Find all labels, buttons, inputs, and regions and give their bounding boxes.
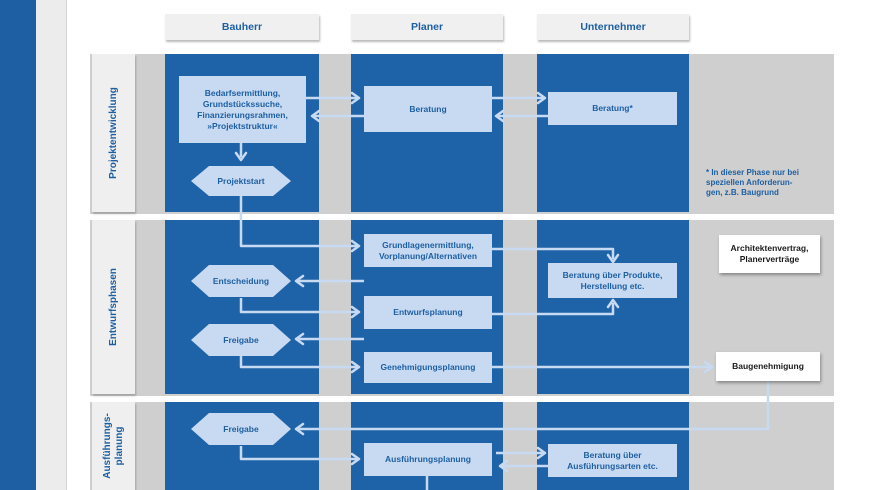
decision-entscheidung: Entscheidung <box>191 265 291 297</box>
left-gutter <box>36 0 66 490</box>
box-beratung-produkte: Beratung über Produkte, Herstellung etc. <box>548 263 677 298</box>
box-beratung-ausfuehrungsarten: Beratung über Ausführungsarten etc. <box>548 444 677 477</box>
column-header-planer: Planer <box>351 14 503 40</box>
box-beratung-planer: Beratung <box>364 86 492 132</box>
decision-freigabe-1: Freigabe <box>191 324 291 356</box>
arrow-projektstart-to-grundlagen <box>239 196 357 248</box>
document-architektenvertrag: Architektenvertrag, Planerverträge <box>719 235 820 273</box>
decision-freigabe-2: Freigabe <box>191 413 291 445</box>
box-entwurfsplanung: Entwurfsplanung <box>364 296 492 329</box>
decision-projektstart: Projektstart <box>191 166 291 196</box>
arrow-grundlagen-to-beratung-produkte <box>492 247 615 259</box>
box-grundlagenermittlung: Grundlagenermittlung, Vorplanung/Alterna… <box>364 234 492 267</box>
column-header-bauherr: Bauherr <box>165 14 319 40</box>
arrow-baugenehmigung-to-freigabe-2 <box>298 381 770 431</box>
column-panel-planer-1 <box>351 54 503 212</box>
box-beratung-unternehmer: Beratung* <box>548 92 677 125</box>
box-genehmigungsplanung: Genehmigungsplanung <box>364 352 492 383</box>
arrow-freigabe-1-to-genehmigung <box>239 356 357 369</box>
gutter-divider <box>66 0 67 490</box>
column-panel-unternehmer-1 <box>537 54 689 212</box>
left-edge-bar <box>0 0 36 490</box>
arrow-entwurf-to-beratung-produkte <box>492 303 615 316</box>
footnote-spezielle-anforderungen: * In dieser Phase nur bei speziellen Anf… <box>706 168 799 197</box>
column-header-unternehmer: Unternehmer <box>537 14 689 40</box>
phase-label-ausfuehrungsplanung: Ausführungs- planung <box>92 402 135 490</box>
arrow-entscheidung-to-entwurf <box>239 298 357 314</box>
phase-label-projektentwicklung: Projektentwicklung <box>92 54 135 212</box>
document-baugenehmigung: Baugenehmigung <box>716 352 820 381</box>
box-bedarfsermittlung: Bedarfsermittlung, Grundstückssuche, Fin… <box>179 76 306 143</box>
box-ausfuehrungsplanung: Ausführungsplanung <box>364 443 492 476</box>
phase-label-entwurfsphasen: Entwurfsphasen <box>92 220 135 394</box>
arrow-freigabe-2-to-ausfuehrung <box>239 446 357 461</box>
